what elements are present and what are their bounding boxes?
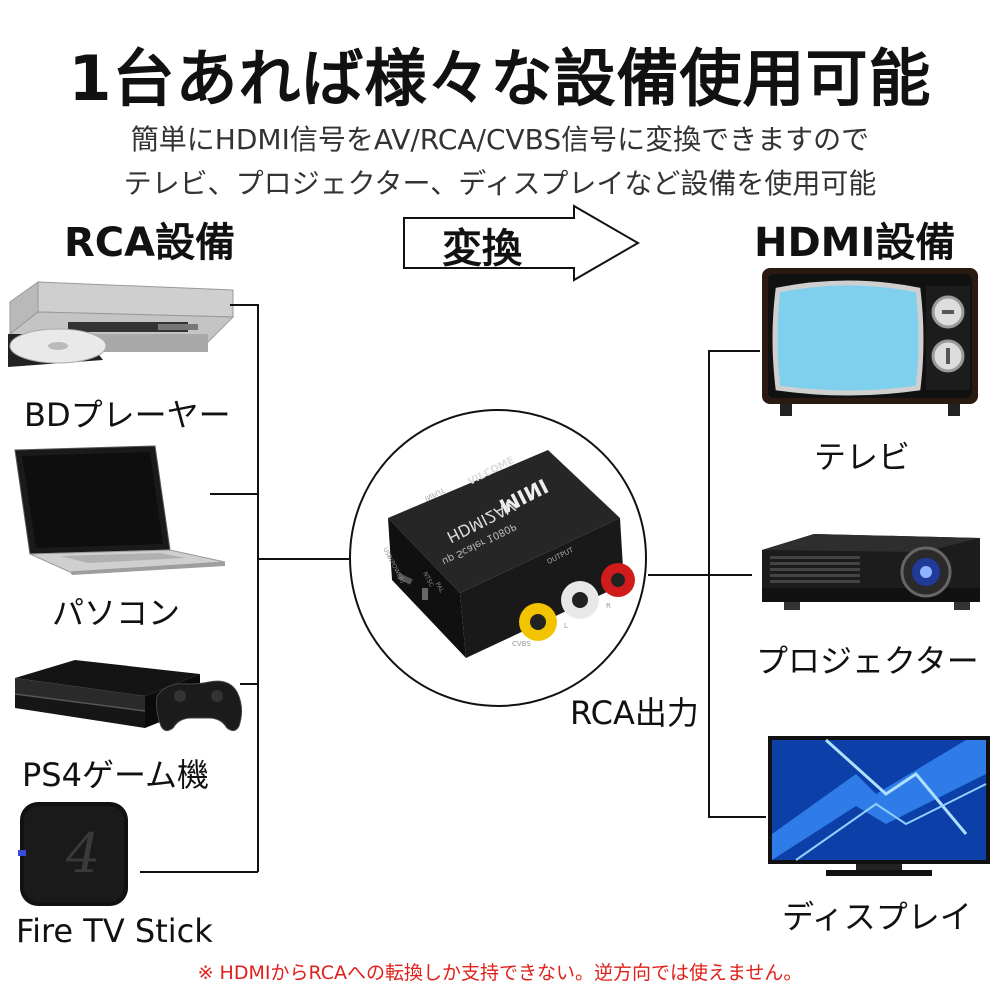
warning-note: ※ HDMIからRCAへの転換しか支持できない。逆方向では使えません。 [197, 962, 803, 984]
left-bracket-tick-4 [140, 871, 258, 873]
device-label-projector: プロジェクター [756, 642, 979, 680]
converter-cvbs-label: CVBS [512, 640, 531, 648]
right-bracket-tick-1 [708, 350, 760, 352]
device-label-fire-tv: Fire TV Stick [16, 912, 213, 950]
subtitle-line-1: 簡単にHDMI信号をAV/RCA/CVBS信号に変換できますので [130, 123, 870, 156]
fire-tv-stick-icon: 4 [14, 798, 132, 910]
converter-r-label: R [606, 602, 611, 610]
device-label-bd-player: BDプレーヤー [24, 396, 231, 434]
projector-icon [754, 530, 986, 620]
rca-output-label: RCA出力 [570, 694, 699, 732]
left-to-converter-line [257, 558, 352, 560]
hdmi-heading: HDMI設備 [754, 220, 956, 266]
subtitle-line-2: テレビ、プロジェクター、ディスプレイなど設備を使用可能 [123, 167, 877, 200]
retro-tv-icon [760, 266, 982, 418]
laptop-icon [10, 440, 230, 575]
right-bracket-vertical [708, 350, 710, 818]
left-bracket-tick-1 [230, 304, 258, 306]
left-bracket-tick-2 [210, 493, 258, 495]
device-label-ps4: PS4ゲーム機 [22, 756, 210, 794]
device-label-tv: テレビ [814, 438, 911, 476]
converter-device: VILCOME MINI HDMI2AV up Scaler 1080P INP… [348, 408, 648, 708]
left-bracket-tick-3 [240, 683, 258, 685]
bd-player-icon [8, 272, 238, 382]
svg-text:4: 4 [65, 822, 100, 885]
right-bracket-tick-3 [708, 816, 766, 818]
flat-display-icon [766, 734, 992, 880]
page-title: 1台あれば様々な設備使用可能 [68, 42, 932, 115]
device-label-laptop: パソコン [52, 594, 181, 632]
converter-to-right-line [648, 574, 710, 576]
left-bracket-vertical [257, 304, 259, 872]
ps4-console-icon [5, 656, 245, 746]
convert-arrow: 変換 [402, 204, 642, 282]
rca-heading: RCA設備 [64, 220, 236, 266]
convert-label: 変換 [442, 226, 522, 272]
arrow-right-icon [403, 204, 640, 282]
right-bracket-tick-2 [708, 574, 752, 576]
converter-l-label: L [564, 622, 568, 630]
device-label-display: ディスプレイ [782, 898, 972, 936]
